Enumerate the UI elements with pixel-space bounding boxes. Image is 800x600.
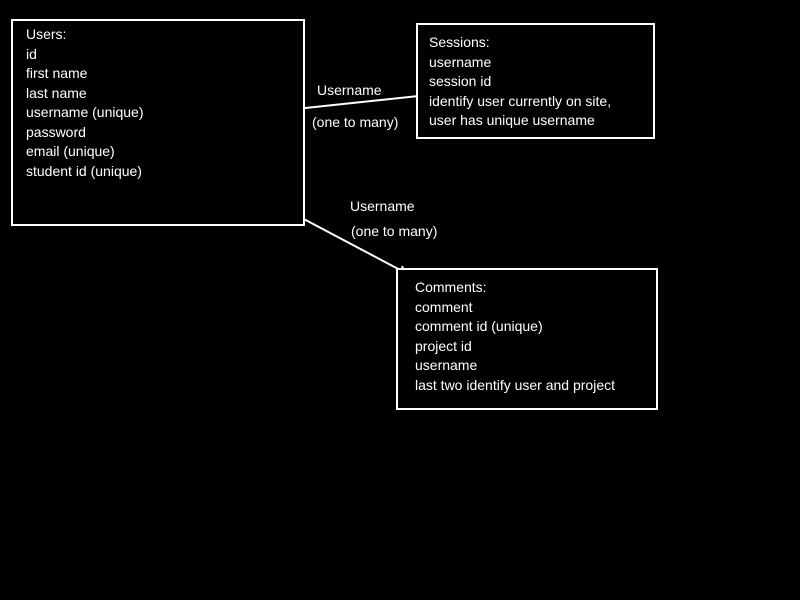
sessions-field-username: username (429, 53, 492, 70)
users-field-student-id: student id (unique) (26, 162, 142, 179)
comments-field-comment-id: comment id (unique) (415, 318, 543, 334)
comments-entity-title: Comments: (415, 279, 487, 295)
comments-field-username: username (415, 357, 478, 373)
sessions-field-session-id: session id (429, 73, 492, 89)
users-field-username: username (unique) (26, 104, 144, 120)
comments-entity-box: Comments: comment comment id (unique) pr… (396, 268, 658, 410)
sessions-note-line-1: identify user currently on site, (429, 92, 612, 109)
comments-field-comment: comment (415, 298, 473, 315)
sessions-note-line-2: user has unique username (429, 112, 595, 128)
comments-note: last two identify user and project (415, 376, 615, 393)
comments-field-project-id: project id (415, 337, 472, 354)
users-sessions-cardinality: (one to many) (312, 114, 399, 130)
users-entity-box: Users: id first name last name username … (11, 19, 305, 226)
users-sessions-relationship-label: Username (317, 82, 382, 98)
users-comments-relationship-label: Username (350, 198, 415, 214)
users-field-first-name: first name (26, 65, 88, 81)
sessions-entity-box: Sessions: username session id identify u… (416, 23, 655, 139)
users-field-last-name: last name (26, 84, 87, 101)
users-entity-title: Users: (26, 26, 67, 42)
users-field-id: id (26, 45, 37, 62)
users-field-email: email (unique) (26, 143, 115, 159)
users-field-password: password (26, 123, 86, 140)
sessions-entity-title: Sessions: (429, 34, 490, 50)
users-comments-cardinality: (one to many) (351, 223, 438, 239)
